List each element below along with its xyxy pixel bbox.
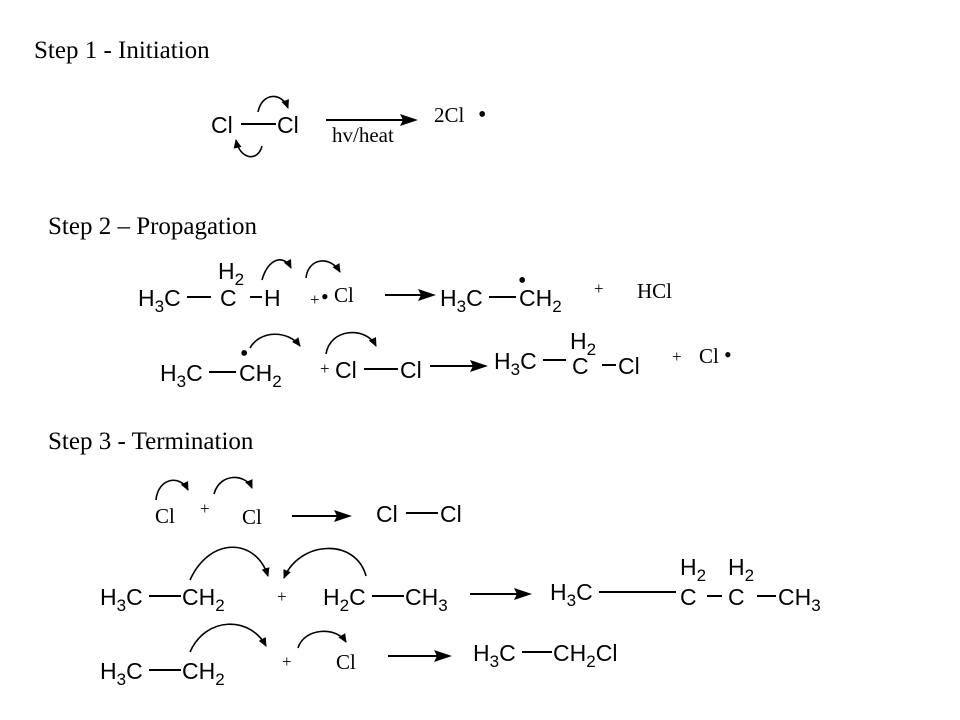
termination-reaction-2: H3C CH2 + H2C CH3 H3C H2 C H2 C CH3 [100,546,821,615]
ethyl-radical-ch2: CH2 [239,360,282,391]
electron-arrow [233,139,263,158]
cl-atom: Cl [211,112,233,138]
methyl-group: H3C [550,579,593,610]
arrowhead [334,510,352,522]
plus-sign: + [282,652,292,671]
radical-dot: • [724,342,732,367]
electron-arrow [261,259,292,281]
condition-label: hv/heat [332,123,394,147]
radical-dot: • [321,284,329,309]
plus-sign: + [672,347,682,366]
carbon-atom: C [572,353,589,379]
cl-atom: Cl [618,353,640,379]
radical-dot: • [518,268,526,294]
methyl-group: H3C [473,640,516,671]
step1-heading: Step 1 - Initiation [34,37,210,64]
plus-sign: + [277,587,287,606]
cl-atom: Cl [335,357,357,383]
plus-sign: + [594,279,604,298]
electron-arrow [249,333,301,349]
methyl-group: H3C [494,348,537,379]
initiation-reaction: Cl Cl hv/heat 2Cl • [211,95,486,158]
termination-reaction-1: Cl + Cl Cl Cl [155,476,462,529]
h2-label: H2 [218,258,244,289]
ethyl-h2c: H2C [323,584,366,615]
electron-arrow [297,630,347,649]
radical-dot: • [240,341,248,367]
plus-sign: + [320,359,330,378]
h2-label: H2 [570,328,596,359]
chlorine-radical: Cl [155,504,175,528]
carbon-atom: C [220,285,237,311]
ethyl-radical-ch2: CH2 [182,658,225,689]
electron-arrow [155,479,189,501]
hydrogen-atom: H [264,285,281,311]
arrowhead [400,114,418,126]
arrowhead [514,588,532,600]
step3-heading: Step 3 - Termination [48,428,254,455]
plus-sign: + [310,290,320,309]
methyl-ch3: CH3 [405,584,448,615]
methyl-ch3: CH3 [778,584,821,615]
methyl-group: H3C [440,285,483,316]
cl-atom: Cl [440,501,462,527]
methyl-group: H3C [160,360,203,391]
arrowhead [434,650,452,662]
cl-atom: Cl [376,501,398,527]
electron-arrow [257,95,289,113]
electron-arrow [189,623,267,653]
methyl-group: H3C [138,285,181,316]
chloroethane-ch2cl: CH2Cl [553,640,617,671]
h2-label: H2 [728,554,754,585]
chlorine-radical: Cl [699,344,719,368]
plus-sign: + [200,499,210,518]
cl-atom: Cl [277,112,299,138]
electron-arrow [189,546,270,581]
electron-arrow [283,547,367,579]
arrowhead [418,289,436,301]
electron-arrow [325,331,377,355]
electron-arrow [213,476,253,495]
methyl-group: H3C [100,584,143,615]
electron-arrow [305,260,341,279]
radical-dot: • [478,102,486,128]
ethyl-radical-ch2: CH2 [182,584,225,615]
methyl-group: H3C [100,658,143,689]
carbon-atom: C [680,584,697,610]
propagation-reaction-1: H3C H2 C H + • Cl H3C • CH2 + HCl [138,258,672,316]
ethyl-radical-ch2: CH2 [519,285,562,316]
termination-reaction-3: H3C CH2 + Cl H3C CH2Cl [100,623,617,689]
chlorine-radical: Cl [242,505,262,529]
chlorine-radical: Cl [334,283,354,307]
h2-label: H2 [680,554,706,585]
product-chlorine: 2Cl [434,103,465,127]
chlorine-radical: Cl [336,650,356,674]
cl-atom: Cl [400,357,422,383]
arrowhead [470,360,488,372]
step2-heading: Step 2 – Propagation [48,213,258,240]
hydrogen-chloride: HCl [637,279,672,303]
propagation-reaction-2: H3C • CH2 + Cl Cl H3C H2 C Cl + Cl • [160,328,732,391]
carbon-atom: C [728,584,745,610]
